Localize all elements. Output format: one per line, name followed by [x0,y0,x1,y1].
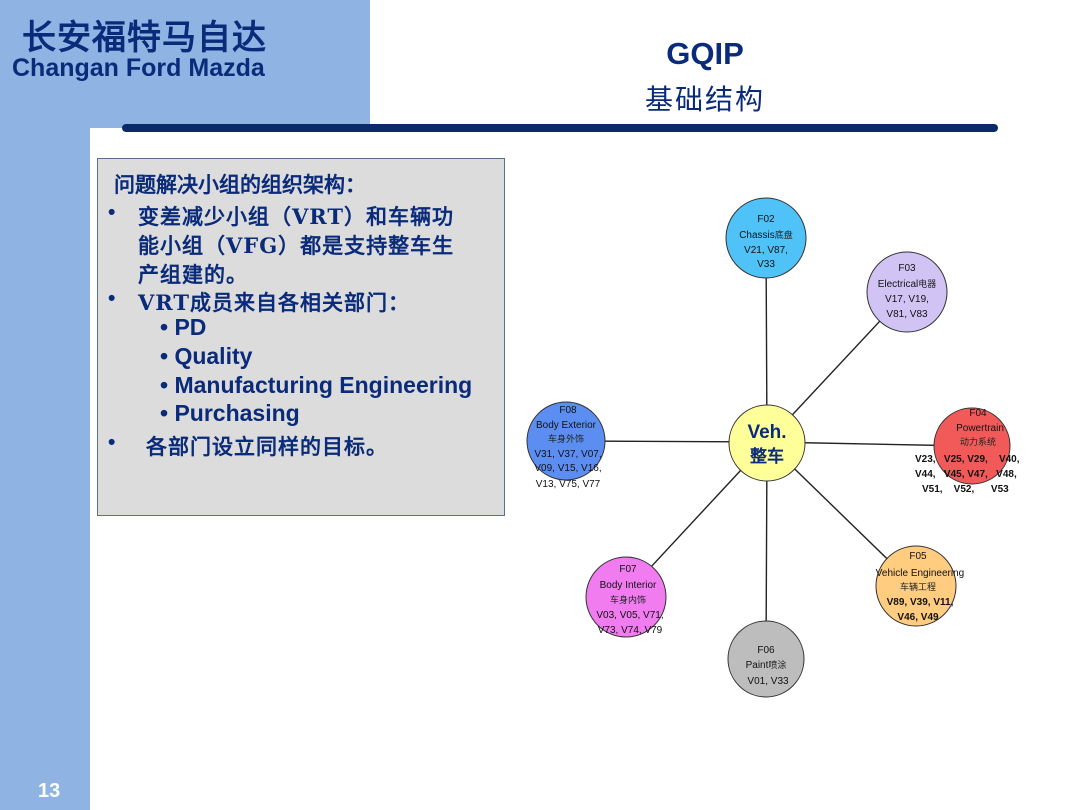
node-name-cn: 车身外饰 [548,433,584,445]
node-vcodes: V01, V33 [747,676,789,687]
top-left-decorative-band [0,0,370,128]
node-f04-powertrain: F04 Powertrain 动力系统 V23, V25, V29, V40, … [915,407,1020,495]
node-code: F08 [559,405,577,416]
node-f08-body-exterior: F08 Body Exterior 车身外饰 V31, V37, V07, V0… [526,401,606,490]
bullet-3-marker: • [108,431,116,454]
department-item: • Purchasing [160,400,300,426]
node-vcodes: V09, V15, V16, [534,463,601,474]
department-item: • Quality [160,343,253,369]
node-name-cn: 底盘 [775,229,793,241]
node-f07-body-interior: F07 Body Interior 车身内饰 V03, V05, V71, V7… [585,556,667,638]
node-name-en: Powertrain [956,423,1004,434]
brand-name-english: Changan Ford Mazda [12,54,265,82]
bullet-2-marker: • [108,287,116,310]
node-name-en: Paint [746,660,769,671]
bullet-1-line-3: 产组建的。 [138,262,248,287]
node-vcodes: V73, V74, V79 [598,625,663,636]
node-vcodes: V89, V39, V11, [887,597,954,608]
node-vcodes: V81, V83 [886,309,928,320]
node-name-en: Body Exterior [536,420,597,431]
brand-name-chinese: 长安福特马自达 [22,18,267,58]
center-node-vehicle: Veh. 整车 [728,404,806,482]
node-code: F06 [757,645,775,656]
department-item: • PD [160,314,207,340]
node-name-en: Vehicle Engineering [876,568,964,579]
node-f06-paint: F06 Paint喷涂 V01, V33 [727,620,805,698]
bullet-3-text: 各部门设立同样的目标。 [146,434,388,459]
node-code: F03 [898,263,916,274]
node-name-en: Chassis [739,230,775,241]
node-vcodes: V23, V25, V29, V40, [915,454,1020,465]
page-number: 13 [38,780,61,802]
node-vcodes: V51, V52, V53 [922,484,1009,495]
svg-text:Chassis底盘: Chassis底盘 [739,229,793,241]
node-name-cn: 电器 [918,278,936,290]
bullet-2-text: VRT成员来自各相关部门： [138,290,411,315]
function-star-diagram: F02 Chassis底盘 V21, V87, V33 F03 Electric… [526,197,1020,698]
node-code: F02 [757,214,775,225]
node-name-cn: 车身内饰 [610,594,646,606]
svg-text:Electrical电器: Electrical电器 [878,278,937,290]
node-vcodes: V46, V49 [897,612,939,623]
textbox-heading: 问题解决小组的组织架构： [114,172,366,197]
node-name-en: Electrical [878,279,919,290]
center-label-en: Veh. [747,422,786,443]
org-structure-textbox: 问题解决小组的组织架构： • 变差减少小组（VRT）和车辆功 能小组（VFG）都… [97,158,505,516]
node-code: F07 [619,564,637,575]
node-vcodes: V31, V37, V07, [534,449,601,460]
svg-text:Paint喷涂: Paint喷涂 [746,659,787,671]
bullet-1-line-1: 变差减少小组（VRT）和车辆功 [138,204,455,229]
node-name-cn: 车辆工程 [900,581,936,593]
node-name-en: Body Interior [600,580,657,591]
node-f02-chassis: F02 Chassis底盘 V21, V87, V33 [725,197,807,279]
bullet-1-marker: • [108,201,116,224]
slide-subtitle: 基础结构 [644,83,765,116]
node-vcodes: V17, V19, [885,294,929,305]
department-item: • Manufacturing Engineering [160,372,473,398]
bullet-1-line-2: 能小组（VFG）都是支持整车生 [138,233,455,258]
center-label-cn: 整车 [750,446,784,467]
node-vcodes: V33 [757,259,775,270]
node-vcodes: V13, V75, V77 [536,479,601,490]
left-decorative-band [0,0,90,810]
node-vcodes: V21, V87, [744,245,788,256]
node-name-cn: 喷涂 [768,659,786,671]
node-f03-electrical: F03 Electrical电器 V17, V19, V81, V83 [866,251,948,333]
node-vcodes: V03, V05, V71, [596,610,663,621]
slide-title: GQIP [666,36,744,71]
node-vcodes: V44, V45, V47, V48, [915,469,1017,480]
node-name-cn: 动力系统 [960,436,996,448]
node-code: F04 [969,408,987,419]
title-divider [122,124,998,132]
node-code: F05 [909,551,927,562]
node-f05-vehicle-engineering: F05 Vehicle Engineering 车辆工程 V89, V39, V… [875,545,964,627]
